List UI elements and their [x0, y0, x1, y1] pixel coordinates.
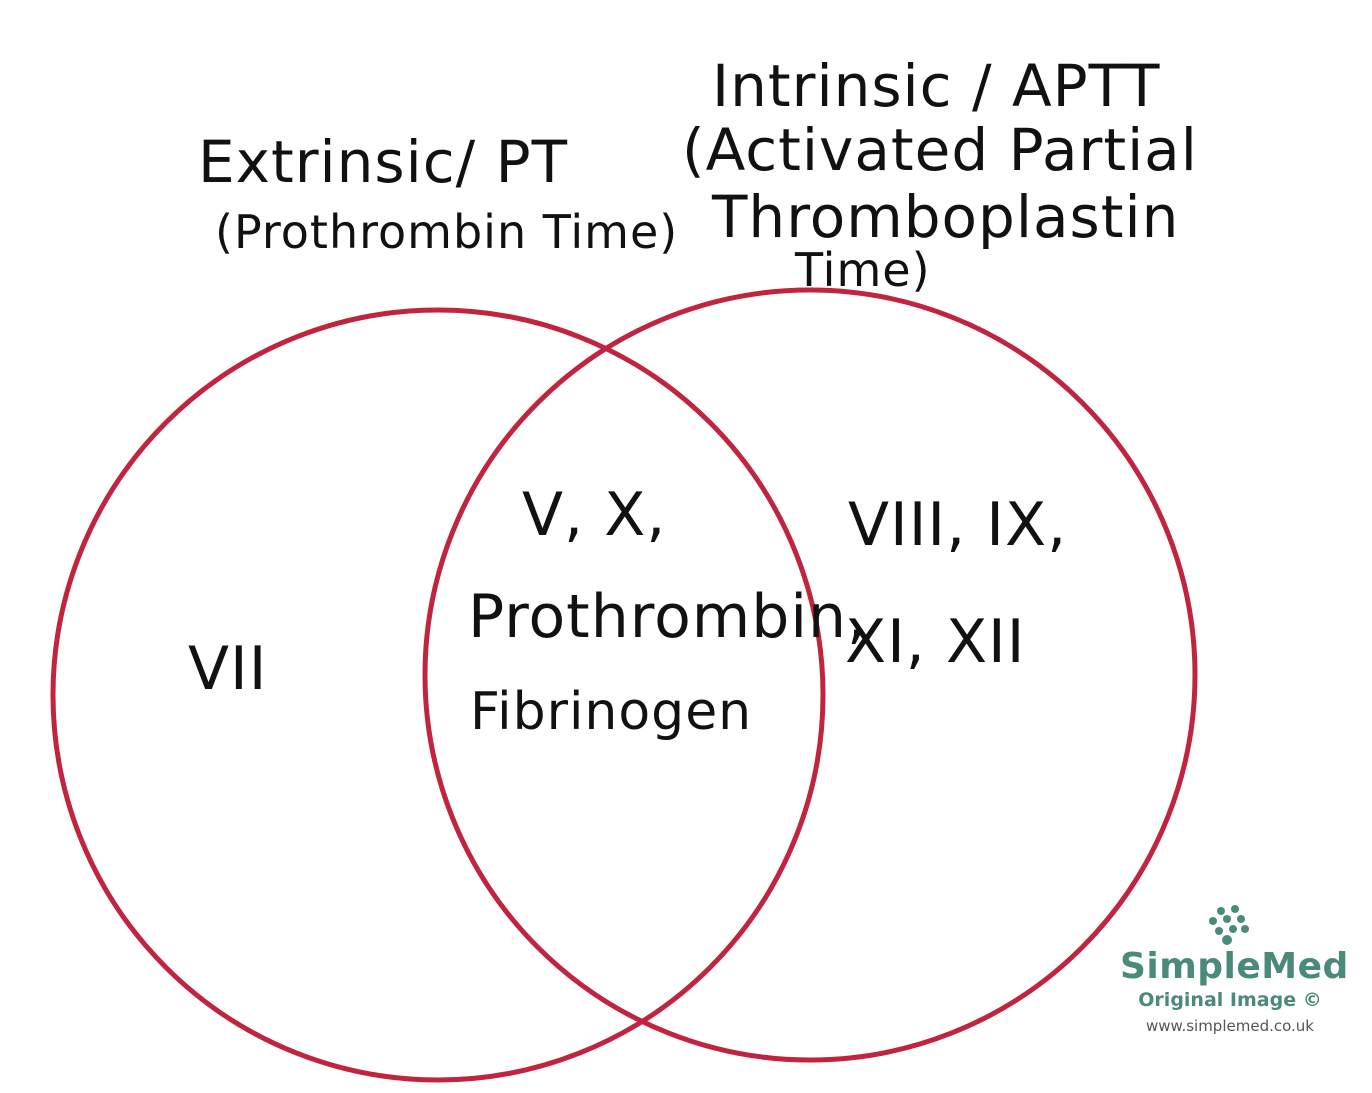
intersection-line2: Prothrombin,	[468, 582, 868, 652]
extrinsic-title: Extrinsic/ PT	[198, 128, 569, 196]
intrinsic-subtitle-line1: (Activated Partial	[682, 116, 1198, 184]
watermark-brand: SimpleMed	[1120, 946, 1349, 987]
intrinsic-subtitle-line3: Time)	[795, 243, 931, 297]
intersection-line3: Fibrinogen	[470, 682, 753, 742]
intrinsic-subtitle-line2: Thromboplastin	[712, 183, 1180, 251]
extrinsic-subtitle: (Prothrombin Time)	[215, 205, 679, 259]
simplemed-logo-icon	[1209, 905, 1249, 945]
intrinsic-circle	[422, 287, 1198, 1063]
intrinsic-only-line2: XI, XII	[845, 607, 1026, 677]
intrinsic-title: Intrinsic / APTT	[712, 52, 1161, 120]
watermark-url: www.simplemed.co.uk	[1146, 1017, 1314, 1035]
intersection-line1: V, X,	[522, 480, 667, 550]
watermark-subtitle: Original Image ©	[1138, 989, 1322, 1011]
extrinsic-circle	[50, 307, 826, 1083]
simplemed-watermark: SimpleMed Original Image © www.simplemed…	[1120, 905, 1349, 1039]
extrinsic-only-items: VII	[188, 634, 268, 704]
intrinsic-only-line1: VIII, IX,	[848, 490, 1068, 560]
